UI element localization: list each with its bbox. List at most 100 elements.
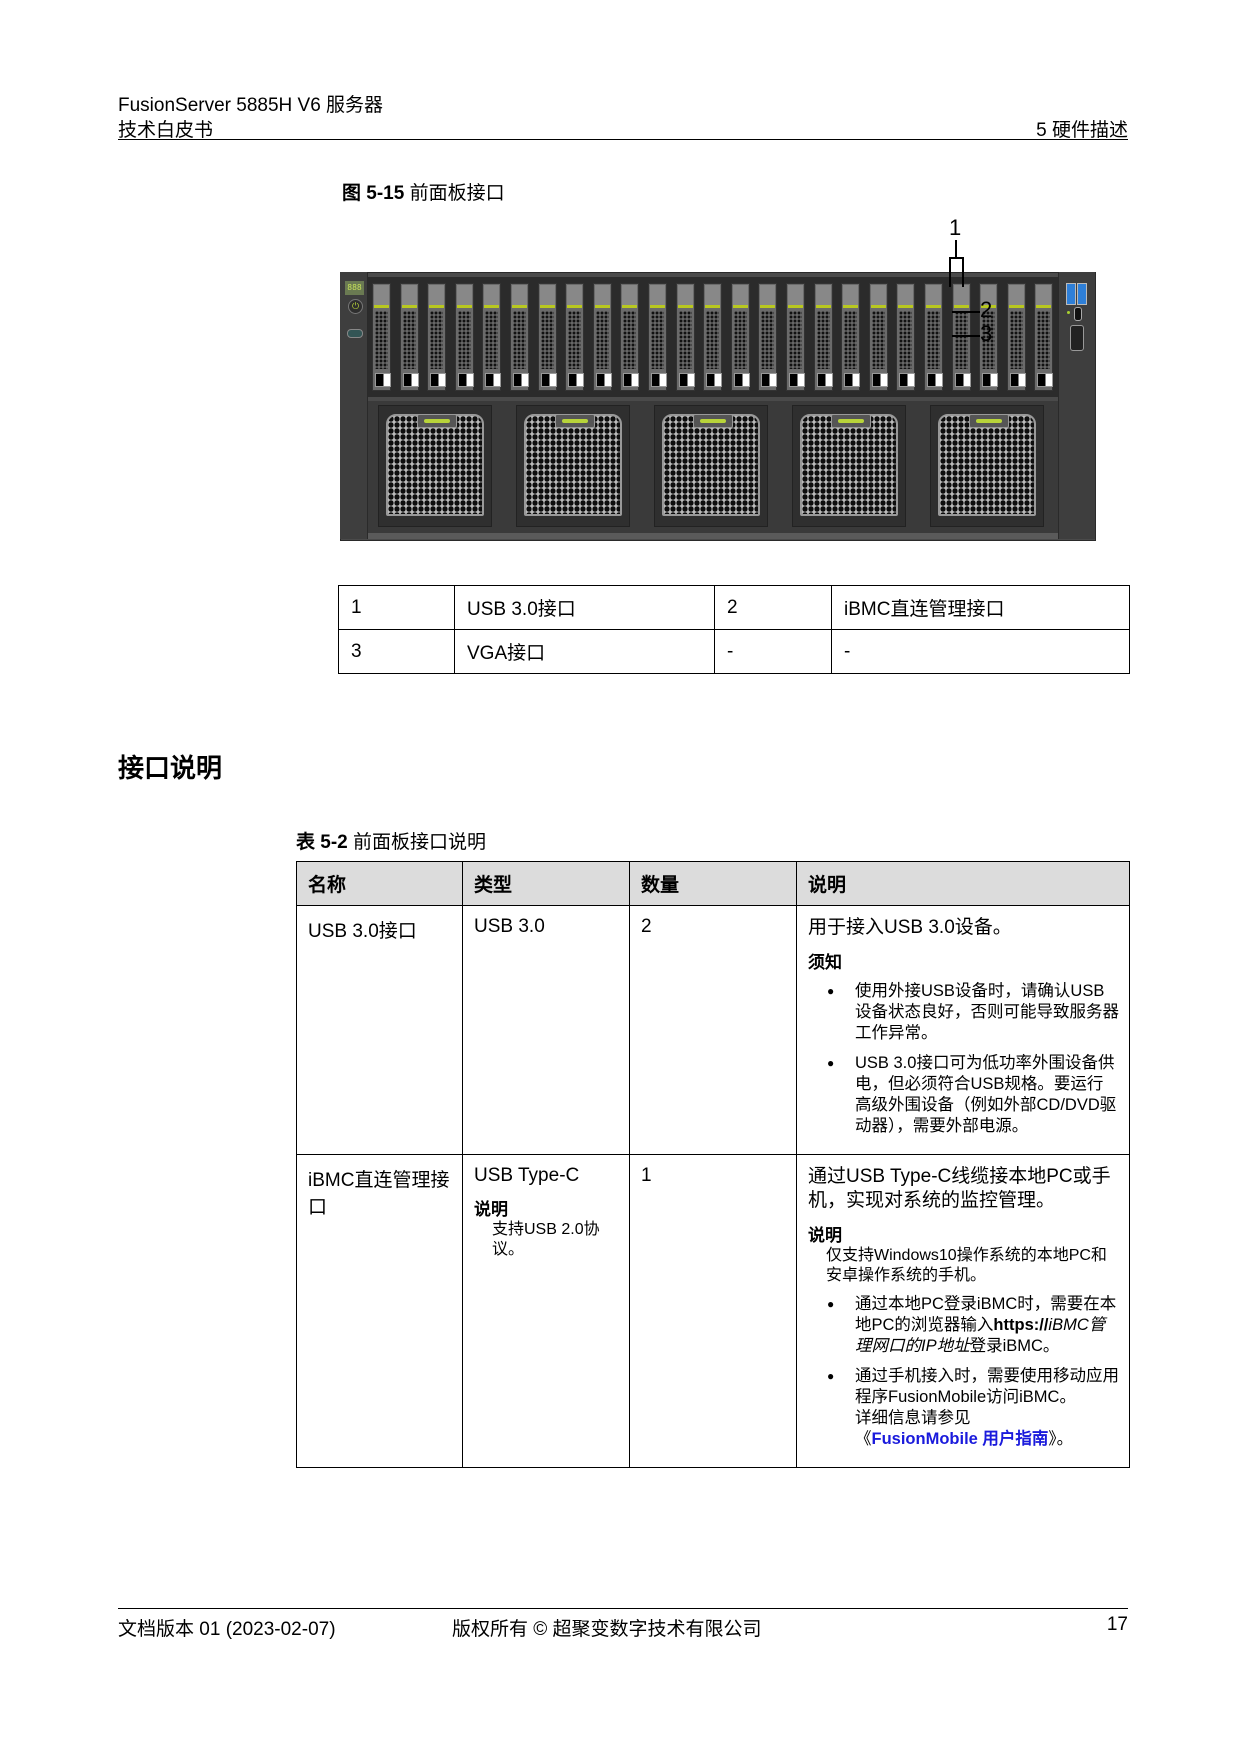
drive-stripe [484,305,500,308]
drive-stripe [788,305,803,308]
footer-copyright: 版权所有 © 超聚变数字技术有限公司 [452,1619,762,1640]
drive-tag [789,373,805,387]
drive-stripe [926,305,941,308]
drive-grille [706,311,720,369]
drive-stripe [401,305,417,308]
drive-latch [594,285,610,305]
legend-cell: 3 [338,629,455,674]
drive-bay [510,283,529,391]
drive-bay [592,283,612,391]
cell-type: USB 3.0 [462,905,630,1155]
figure-title: 前面板接口 [409,183,505,204]
bracket-open: 《 [855,1430,872,1448]
section-title: 接口说明 [118,753,223,783]
drive-tag [844,373,861,387]
drive-stripe [539,305,555,308]
table-title: 前面板接口说明 [353,832,487,853]
drive-stripe [981,305,997,308]
drive-tag [485,373,502,387]
drive-grille [513,311,526,369]
uid-button-icon [347,329,363,338]
drive-tag [678,373,695,387]
typec-led-icon [1067,311,1070,314]
table-row: 3 VGA接口 - - [338,629,1130,674]
cell-type: USB Type-C 说明 支持USB 2.0协议。 [462,1154,630,1468]
drive-bay [896,283,916,391]
drive-grille [430,311,444,369]
drive-stripe [567,305,583,308]
drive-grille [761,311,775,369]
column-header-type: 类型 [462,861,630,906]
drive-stripe [456,305,472,308]
drive-bay [979,283,999,391]
fan-mesh [524,414,622,516]
drive-bay [703,283,723,391]
figure-legend-table: 1 USB 3.0接口 2 iBMC直连管理接口 3 VGA接口 - - [338,585,1130,674]
drive-latch [650,285,665,305]
drive-bay [1006,283,1026,391]
drive-latch [898,285,914,305]
drive-stripe [512,305,527,308]
drive-tag [568,373,585,387]
note-text: 仅支持Windows10操作系统的本地PC和安卓操作系统的手机。 [826,1247,1107,1284]
callout-2: 2 [980,297,993,322]
notice-item: 使用外接USB设备时，请确认USB设备状态良好，否则可能导致服务器工作异常。 [827,981,1119,1044]
drive-stripe [429,305,445,308]
drive-tag [816,373,833,387]
drive-grille [678,311,692,369]
drive-bay [620,283,640,391]
drive-bay [399,283,419,391]
usb-port-icon [1077,283,1087,305]
drive-bay [786,283,805,391]
fan-mesh [938,414,1036,516]
drive-bay [951,283,971,391]
drive-tag [540,373,557,387]
drive-bay [675,283,695,391]
fan-module [792,405,906,527]
fan-mesh [662,414,760,516]
drive-bay [730,283,750,391]
legend-cell: iBMC直连管理接口 [831,585,1130,630]
drive-bay [868,283,888,391]
url-prefix: https:// [993,1316,1049,1334]
footer-page-number: 17 [1106,1614,1128,1635]
drive-bay [1034,283,1054,391]
drive-grille [954,311,968,369]
drive-stripe [732,305,748,308]
drive-bay [427,283,447,391]
drive-latch [374,285,389,305]
cell-name: iBMC直连管理接口 [296,1154,463,1468]
fan-mesh [800,414,898,516]
note-text: 支持USB 2.0协议。 [492,1221,600,1258]
footer-version: 文档版本 01 (2023-02-07) [118,1619,336,1640]
drive-grille [402,311,416,369]
note-item: 通过本地PC登录iBMC时，需要在本地PC的浏览器输入https://iBMC管… [827,1294,1119,1357]
drive-stripe [705,305,721,308]
drive-stripe [650,305,665,308]
fusionmobile-guide-link[interactable]: FusionMobile 用户指南 [871,1430,1049,1448]
drive-stripe [1036,305,1052,308]
drive-grille [871,311,885,369]
callout-1: 1 [949,215,962,240]
drive-latch [456,285,472,305]
legend-cell: USB 3.0接口 [454,585,715,630]
drive-grille [733,311,747,369]
description-text: 用于接入USB 3.0设备。 [808,917,1012,938]
front-io-panel [1062,277,1090,377]
callout-1-line [955,240,957,257]
drive-bay [841,283,861,391]
drive-tag [457,373,474,387]
column-header-count: 数量 [629,861,797,906]
drive-latch [622,285,638,305]
drive-tag [761,373,778,387]
cell-count: 1 [629,1154,797,1468]
drive-stripe [815,305,831,308]
notice-item: USB 3.0接口可为低功率外围设备供电，但必须符合USB规格。要运行高级外围设… [827,1053,1119,1137]
drive-tag [651,373,667,387]
note-heading: 说明 [474,1200,508,1219]
fan-mesh [386,414,484,516]
legend-cell: 1 [338,585,455,630]
drive-latch [484,285,500,305]
drive-latch [401,285,417,305]
fan-handle [693,414,733,428]
